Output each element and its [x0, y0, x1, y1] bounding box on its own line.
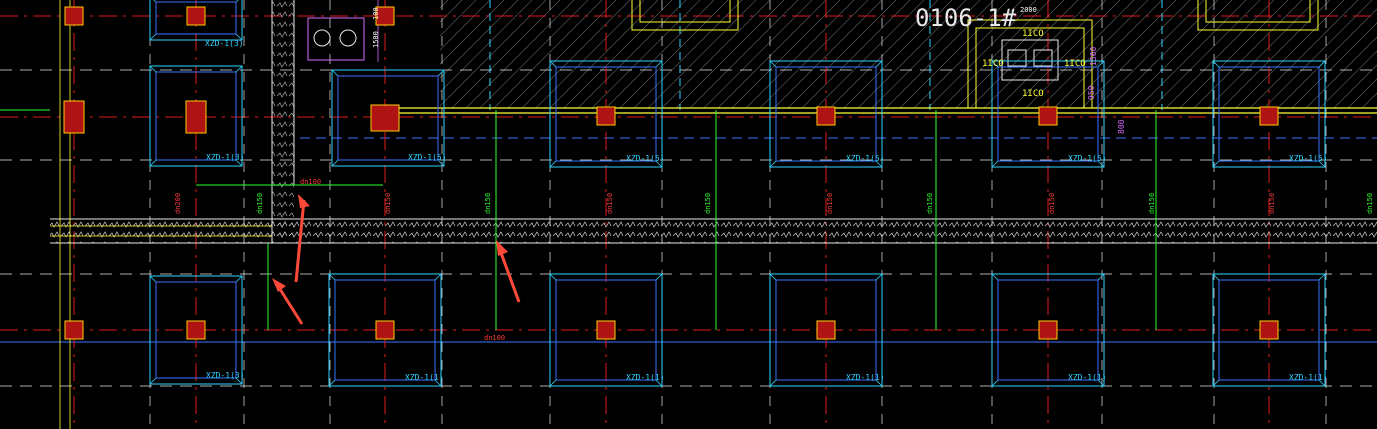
pile-cap-inner: [155, 1, 237, 35]
pipe-label: dn150: [256, 193, 264, 214]
column-marker: [370, 104, 400, 132]
vertical-grid-lines: [73, 0, 1327, 429]
pipe-labels: dn200 dn150 dn150 dn150 dn150 dn150 dn150 dn150…: [174, 193, 1374, 214]
pile-tag: XZD-1(5): [1068, 154, 1107, 163]
dim-c: 800: [1117, 119, 1126, 134]
pile-tag: XZD-1(5): [408, 153, 447, 162]
column-marker: [596, 106, 616, 126]
pile-caps: [63, 0, 1326, 387]
pile-cap-inner: [155, 71, 237, 161]
pile-tag-top: XZD-1(3): [205, 39, 244, 48]
pile-cap-outer: [1212, 60, 1326, 168]
column-marker: [186, 320, 206, 340]
pile-tag: XZD-1(5): [626, 154, 665, 163]
pile-cap-outer: [1212, 273, 1326, 387]
pile-cap-inner: [155, 281, 237, 379]
pile-cap-outer: [769, 273, 883, 387]
column-marker: [816, 106, 836, 126]
pipe-label: dn200: [174, 193, 182, 214]
pile-cap-inner: [1218, 66, 1320, 162]
pile-tag: XZD-1(1): [1068, 373, 1107, 382]
pile-tag: XZD-1(1): [1289, 373, 1328, 382]
column-marker: [816, 320, 836, 340]
pile-tag: XZD-1(1): [846, 373, 885, 382]
arrow-left-up-icon: [276, 285, 304, 325]
yellow-structure: [59, 0, 1377, 429]
pile-tag: XZD-1(3): [206, 153, 245, 162]
pipe-label: dn150: [1148, 193, 1156, 214]
column-marker: [63, 100, 85, 134]
pipe-label: dn150: [606, 193, 614, 214]
pile-tag: XZD-1(1): [626, 373, 665, 382]
column-marker: [1259, 106, 1279, 126]
pipe-label: dn150: [704, 193, 712, 214]
arrow-up-icon: [294, 199, 306, 283]
pile-cap-inner: [1218, 279, 1320, 381]
pile-cap-inner: [997, 279, 1099, 381]
column-marker: [375, 320, 395, 340]
pile-cap-outer: [991, 273, 1105, 387]
pile-tags: XZD-1(3) XZD-1(5) XZD-1(5) XZD-1(5) XZD-1(5)…: [206, 153, 1328, 382]
pile-cap-outer: [149, 275, 243, 385]
equip-tag-4: 1ICO: [1022, 89, 1044, 99]
equipment-box: [307, 0, 1059, 81]
column-marker: [1259, 320, 1279, 340]
green-lines: [0, 109, 1157, 330]
title-mark: 0106-1#: [915, 4, 1017, 32]
pipe-label: dn150: [484, 193, 492, 214]
pile-cap-outer: [549, 60, 663, 168]
pile-cap-inner: [337, 75, 439, 161]
pipe-tag-a: dn100: [300, 178, 321, 186]
column-marker: [596, 320, 616, 340]
column-marker: [64, 320, 84, 340]
equip-tag-2: 1ICO: [982, 59, 1004, 69]
column-marker: [1038, 320, 1058, 340]
dim-e: 100: [372, 7, 380, 20]
annotation-arrows[interactable]: [272, 194, 521, 325]
pile-cap-inner: [997, 66, 1099, 162]
pile-cap-outer: [149, 65, 243, 167]
column-marker: [1038, 106, 1058, 126]
pile-tag: XZD-1(5): [846, 154, 885, 163]
pile-cap-inner: [555, 279, 657, 381]
pile-cap-inner: [334, 279, 436, 381]
hatched-region: [440, 0, 1377, 108]
pipe-tag-b: dn100: [484, 334, 505, 342]
pipe-label: dn150: [826, 193, 834, 214]
pile-cap-inner: [775, 279, 877, 381]
column-marker: [64, 6, 84, 26]
pile-cap-outer: [328, 273, 442, 387]
pipe-label: dn150: [1048, 193, 1056, 214]
pipe-label: dn150: [1366, 193, 1374, 214]
dim-a: 1500: [1089, 47, 1098, 66]
pile-tag: XZD-1(5): [1289, 154, 1328, 163]
dim-d: 1500: [372, 31, 380, 48]
pipe-label: dn150: [926, 193, 934, 214]
pile-cap-outer: [149, 0, 243, 41]
pile-cap-inner: [555, 66, 657, 162]
pile-cap-outer: [331, 69, 445, 167]
pile-cap-outer: [769, 60, 883, 168]
column-marker: [186, 6, 206, 26]
equip-tag-3: 1ICO: [1064, 59, 1086, 69]
column-marker: [375, 6, 395, 26]
pile-cap-inner: [775, 66, 877, 162]
pile-cap-outer: [991, 60, 1105, 168]
equip-tag-1: 1ICO: [1022, 29, 1044, 39]
pile-cap-outer: [549, 273, 663, 387]
column-marker: [185, 100, 207, 134]
pipe-label: dn150: [1268, 193, 1276, 214]
dim-top: 2000: [1020, 6, 1037, 14]
pile-tag: XZD-1(3): [206, 371, 245, 380]
pipe-label: dn150: [384, 193, 392, 214]
dim-b: 950: [1087, 85, 1096, 100]
pile-tag: XZD-1(1): [405, 373, 444, 382]
arrow-up-left-icon: [498, 249, 521, 303]
